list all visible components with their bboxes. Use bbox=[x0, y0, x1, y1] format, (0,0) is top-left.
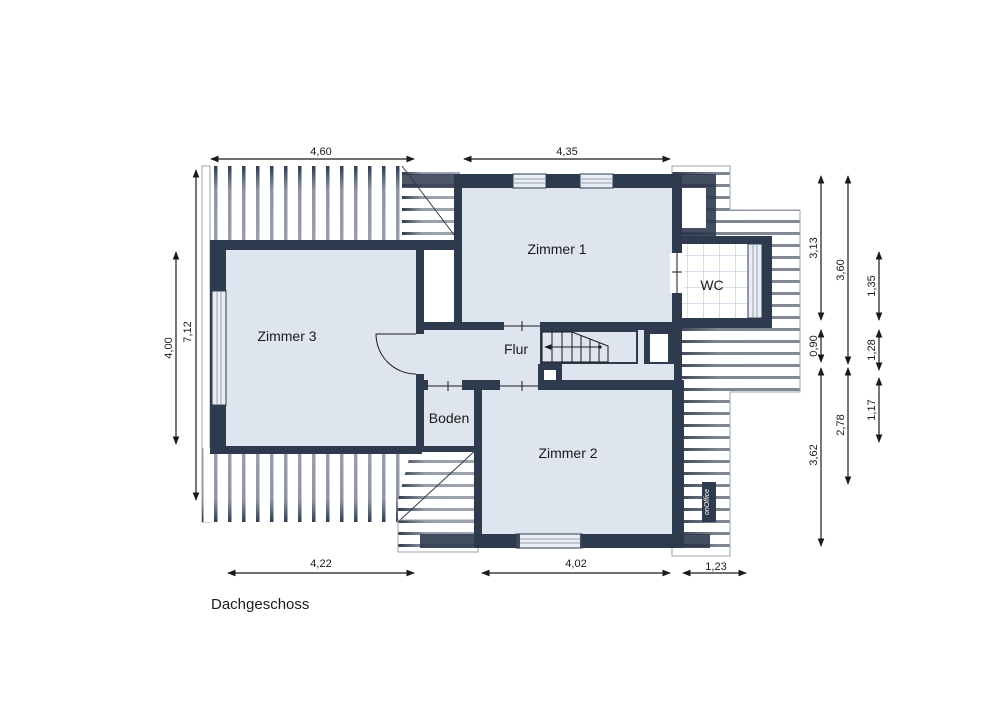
roof-bottom-left bbox=[202, 448, 412, 522]
window-zimmer-1-a bbox=[512, 173, 547, 189]
svg-text:4,02: 4,02 bbox=[565, 558, 586, 570]
dimension-bottom-left: 4,22 bbox=[227, 558, 415, 577]
svg-text:1,23: 1,23 bbox=[705, 561, 726, 573]
svg-text:4,00: 4,00 bbox=[163, 337, 175, 358]
svg-text:4,35: 4,35 bbox=[556, 146, 577, 158]
dimension-bottom-middle: 4,02 bbox=[481, 558, 671, 577]
label-flur: Flur bbox=[504, 341, 528, 357]
window-wc bbox=[747, 243, 763, 319]
svg-text:3,60: 3,60 bbox=[835, 259, 847, 280]
dimension-top-right: 4,35 bbox=[463, 146, 671, 163]
label-wc: WC bbox=[700, 277, 723, 293]
window-zimmer-3 bbox=[211, 290, 227, 406]
dimension-right-col1: 3,13 0,90 3,62 bbox=[808, 175, 825, 547]
svg-text:4,22: 4,22 bbox=[310, 558, 331, 570]
dimension-top-left: 4,60 bbox=[210, 146, 415, 163]
label-zimmer-2: Zimmer 2 bbox=[538, 445, 597, 461]
dimension-left-inner: 4,00 bbox=[163, 251, 180, 445]
dimension-bottom-right: 1,23 bbox=[682, 561, 747, 577]
watermark-onoffice: onOffice bbox=[702, 482, 716, 522]
svg-text:2,78: 2,78 bbox=[835, 414, 847, 435]
window-zimmer-1-b bbox=[579, 173, 614, 189]
svg-text:0,90: 0,90 bbox=[808, 335, 820, 356]
dimension-right-col3: 1,35 1,28 1,17 bbox=[866, 251, 883, 443]
label-zimmer-3: Zimmer 3 bbox=[257, 328, 316, 344]
svg-text:4,60: 4,60 bbox=[310, 146, 331, 158]
svg-text:3,62: 3,62 bbox=[808, 444, 820, 465]
svg-text:1,28: 1,28 bbox=[866, 339, 878, 360]
window-zimmer-2 bbox=[515, 533, 583, 549]
label-zimmer-1: Zimmer 1 bbox=[527, 241, 586, 257]
svg-text:1,35: 1,35 bbox=[866, 275, 878, 296]
floor-title: Dachgeschoss bbox=[211, 596, 310, 613]
dimension-left-outer: 7,12 bbox=[182, 169, 200, 501]
svg-text:1,17: 1,17 bbox=[866, 399, 878, 420]
door-zimmer-3 bbox=[375, 333, 417, 375]
roof-top-left bbox=[201, 165, 402, 523]
svg-text:onOffice: onOffice bbox=[704, 489, 711, 515]
dimension-right-col2: 3,60 2,78 bbox=[835, 175, 852, 485]
roof-diagonal-bottom bbox=[397, 447, 479, 553]
svg-text:7,12: 7,12 bbox=[182, 321, 194, 342]
label-boden: Boden bbox=[429, 410, 469, 426]
staircase bbox=[540, 330, 674, 364]
svg-text:3,13: 3,13 bbox=[808, 237, 820, 258]
